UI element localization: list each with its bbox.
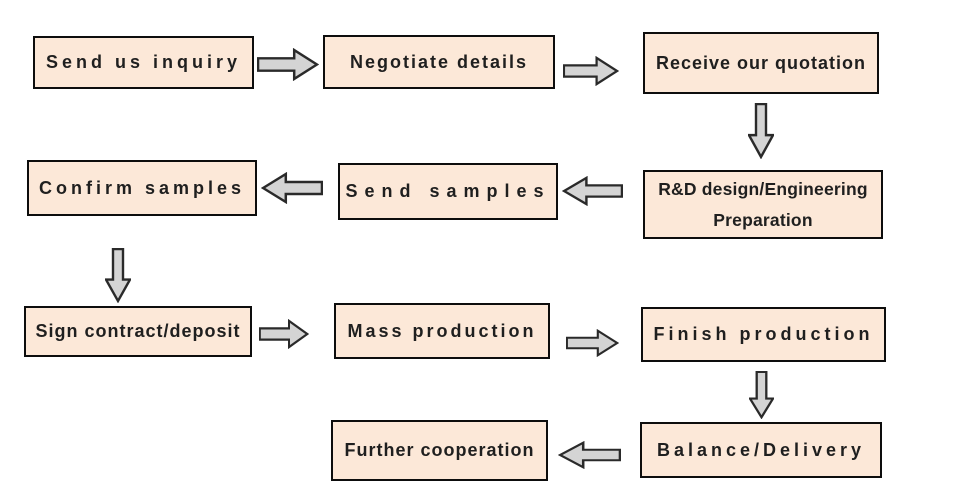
flow-step-sign-contract-deposit: Sign contract/deposit [24, 306, 252, 357]
arrow-left-icon [562, 176, 623, 206]
flow-step-receive-our-quotation: Receive our quotation [643, 32, 879, 94]
flow-step-confirm-samples: Confirm samples [27, 160, 257, 216]
arrow-right-icon [563, 56, 619, 86]
flow-step-balance-delivery: Balance/Delivery [640, 422, 882, 478]
flow-step-send-samples: Send samples [338, 163, 558, 220]
flow-step-negotiate-details: Negotiate details [323, 35, 555, 89]
flow-step-send-us-inquiry: Send us inquiry [33, 36, 254, 89]
arrow-right-icon [566, 329, 619, 357]
flow-step-rd-design-engineering-preparation: R&D design/Engineering Preparation [643, 170, 883, 239]
flow-step-mass-production: Mass production [334, 303, 550, 359]
arrow-right-icon [259, 319, 309, 349]
arrow-left-icon [558, 441, 621, 469]
arrow-down-icon [749, 371, 774, 419]
arrow-down-icon [105, 248, 131, 303]
arrow-down-icon [748, 103, 774, 159]
arrow-right-icon [257, 48, 319, 81]
flow-step-further-cooperation: Further cooperation [331, 420, 548, 481]
arrow-left-icon [261, 172, 323, 204]
flow-step-finish-production: Finish production [641, 307, 886, 362]
